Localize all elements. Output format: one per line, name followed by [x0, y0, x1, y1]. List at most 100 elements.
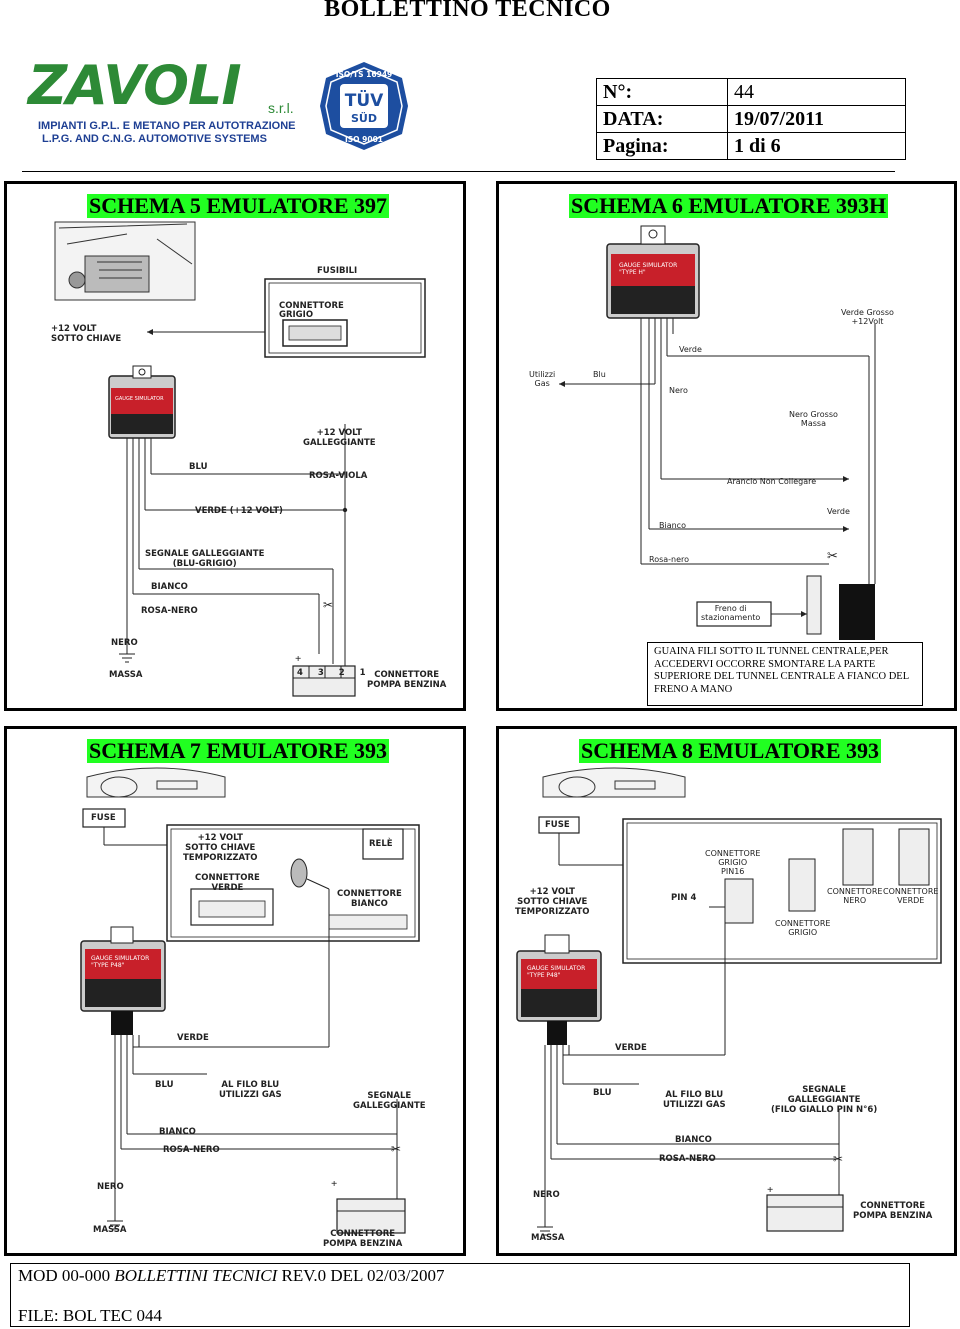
label-segnale: SEGNALE GALLEGGIANTE (FILO GIALLO PIN N°… — [771, 1085, 878, 1115]
device-label: GAUGE SIMULATOR "TYPE P48" — [91, 955, 150, 969]
label-rosa-nero: ROSA-NERO — [141, 606, 198, 616]
label-pin4: PIN 4 — [671, 893, 697, 903]
label-connettore-verde: CONNETTORE VERDE — [883, 887, 939, 905]
label-segnale: SEGNALE GALLEGGIANTE (BLU-GRIGIO) — [145, 549, 265, 569]
footer-mod: MOD 00-000 — [18, 1266, 111, 1285]
schema-5-title: SCHEMA 5 EMULATORE 397 — [87, 193, 390, 218]
svg-text:✂: ✂ — [833, 1152, 843, 1166]
label-verde: VERDE — [177, 1033, 209, 1043]
schema-5-panel: ✂ + SCHEMA 5 EMULATORE 397 FUSIBILI CONN… — [4, 181, 466, 711]
cert-sub: SÜD — [351, 111, 377, 125]
installation-note: GUAINA FILI SOTTO IL TUNNEL CENTRALE,PER… — [647, 642, 923, 706]
info-value: 19/07/2011 — [727, 105, 906, 133]
device-label: GAUGE SIMULATOR "TYPE H" — [619, 262, 678, 276]
schema-8-panel: ✂ + SCHEMA 8 EMULATORE 393 FUSE CONNETTO… — [496, 726, 957, 1256]
document-footer: MOD 00-000 BOLLETTINI TECNICI REV.0 DEL … — [10, 1263, 910, 1327]
info-value: 44 — [727, 78, 906, 106]
svg-text:✂: ✂ — [827, 548, 838, 563]
label-verde: VERDE (+12 VOLT) — [195, 506, 283, 516]
info-key: DATA: — [596, 105, 728, 133]
schema-6-wiring-diagram: ✂ — [559, 225, 876, 640]
device-label: GAUGE SIMULATOR "TYPE P48" — [527, 965, 586, 979]
label-verde-grosso: Verde Grosso +12Volt — [841, 308, 894, 326]
label-bianco: BIANCO — [151, 582, 188, 592]
schema-8-title: SCHEMA 8 EMULATORE 393 — [579, 738, 882, 763]
label-pompa: CONNETTORE POMPA BENZINA — [367, 670, 447, 690]
cert-bottom: ISO 9001 — [345, 135, 383, 144]
footer-rev: REV.0 — [281, 1266, 327, 1285]
logo-suffix: s.r.l. — [268, 100, 294, 116]
footer-line-1: MOD 00-000 BOLLETTINI TECNICI REV.0 DEL … — [18, 1266, 444, 1286]
label-connettore-grigio-pin16: CONNETTORE GRIGIO PIN16 — [705, 849, 761, 876]
info-row-page: Pagina: 1 di 6 — [596, 132, 906, 160]
document-info-table: N°: 44 DATA: 19/07/2011 Pagina: 1 di 6 — [596, 78, 906, 160]
label-12v-temporizzato: +12 VOLT SOTTO CHIAVE TEMPORIZZATO — [515, 887, 590, 917]
label-pins: 4 3 2 1 — [297, 668, 372, 678]
label-connettore-grigio: CONNETTORE GRIGIO — [279, 301, 344, 320]
logo-name: ZAVOLI — [28, 54, 242, 117]
label-connettore-nero: CONNETTORE NERO — [827, 887, 883, 905]
label-arancio: Arancio Non Collegare — [727, 477, 817, 486]
label-rosa-nero: Rosa-nero — [649, 555, 690, 564]
svg-text:✂: ✂ — [391, 1142, 401, 1156]
footer-file: FILE: BOL TEC 044 — [18, 1306, 163, 1325]
schema-7-title: SCHEMA 7 EMULATORE 393 — [87, 738, 390, 763]
logo-tagline: IMPIANTI G.P.L. E METANO PER AUTOTRAZION… — [38, 120, 296, 146]
label-rosa-viola: ROSA-VIOLA — [309, 471, 368, 481]
schema-6-title: SCHEMA 6 EMULATORE 393H — [569, 193, 889, 218]
label-nero-grosso: Nero Grosso Massa — [789, 410, 838, 428]
logo-tagline-1: IMPIANTI G.P.L. E METANO PER AUTOTRAZION… — [38, 120, 296, 132]
label-massa: MASSA — [531, 1233, 565, 1243]
label-blu: BLU — [593, 1088, 612, 1098]
schema-7-panel: ✂ + SCHEMA 7 EMULATORE 393 FUSE +12 VOLT… — [4, 726, 466, 1256]
schema-6-panel: ✂ SCHEMA 6 EMULATORE 393H GAUGE SIMULATO… — [496, 181, 957, 711]
svg-text:+: + — [767, 1184, 773, 1196]
label-massa: MASSA — [109, 670, 143, 680]
label-al-filo-blu: AL FILO BLU UTILIZZI GAS — [663, 1090, 726, 1110]
schema-8-wiring-diagram: ✂ + — [516, 767, 942, 1236]
info-key: N°: — [596, 78, 728, 106]
svg-text:+: + — [331, 1178, 337, 1190]
zavoli-logo: ZAVOLI s.r.l. IMPIANTI G.P.L. E METANO P… — [28, 54, 318, 148]
label-pompa: CONNETTORE POMPA BENZINA — [323, 1229, 403, 1249]
label-nero: NERO — [533, 1190, 560, 1200]
svg-text:✂: ✂ — [323, 598, 333, 612]
label-nero: NERO — [97, 1182, 124, 1192]
label-fusibili: FUSIBILI — [317, 266, 358, 276]
schema-5-wiring-diagram: ✂ + — [54, 221, 426, 697]
label-pompa: CONNETTORE POMPA BENZINA — [853, 1201, 933, 1221]
schema-7-wiring-diagram: ✂ + — [80, 767, 420, 1234]
label-verde: VERDE — [615, 1043, 647, 1053]
label-verde-2: Verde — [827, 507, 850, 516]
info-key: Pagina: — [596, 132, 728, 160]
label-nero: NERO — [111, 638, 138, 648]
footer-del: DEL 02/03/2007 — [330, 1266, 445, 1285]
label-bianco: BIANCO — [159, 1127, 196, 1137]
label-bianco: BIANCO — [675, 1135, 712, 1145]
label-massa: MASSA — [93, 1225, 127, 1235]
footer-name: BOLLETTINI TECNICI — [114, 1266, 278, 1285]
cert-name: TÜV — [345, 89, 384, 111]
label-connettore-grigio: CONNETTORE GRIGIO — [775, 919, 831, 937]
label-blu: Blu — [593, 370, 606, 379]
svg-text:+: + — [295, 653, 301, 665]
label-verde: Verde — [679, 345, 702, 354]
label-nero: Nero — [669, 386, 688, 395]
label-fuse: FUSE — [545, 820, 570, 830]
document-title: BOLLETTINO TECNICO — [324, 0, 611, 22]
cert-top: ISO/TS 16949 — [336, 70, 393, 79]
label-segnale: SEGNALE GALLEGGIANTE — [353, 1091, 426, 1111]
header-divider — [22, 171, 895, 172]
label-rosa-nero: ROSA-NERO — [163, 1145, 220, 1155]
device-label: GAUGE SIMULATOR — [115, 396, 164, 402]
label-fuse: FUSE — [91, 813, 116, 823]
info-row-date: DATA: 19/07/2011 — [596, 105, 906, 133]
label-12v-galleggiante: +12 VOLT GALLEGGIANTE — [303, 428, 376, 448]
label-rosa-nero: ROSA-NERO — [659, 1154, 716, 1164]
label-connettore-bianco: CONNETTORE BIANCO — [337, 889, 402, 909]
label-freno: Freno di stazionamento — [701, 604, 761, 622]
label-12v-temporizzato: +12 VOLT SOTTO CHIAVE TEMPORIZZATO — [183, 833, 258, 863]
label-blu: BLU — [155, 1080, 174, 1090]
label-bianco: Bianco — [659, 521, 686, 530]
info-value: 1 di 6 — [727, 132, 906, 160]
